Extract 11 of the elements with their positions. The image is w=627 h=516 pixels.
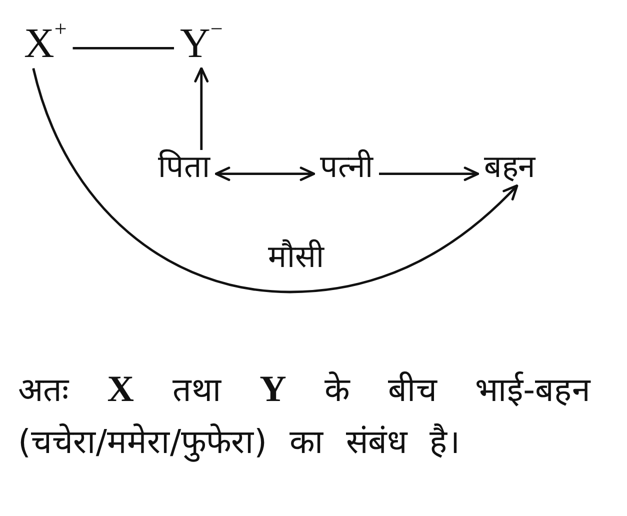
arrow: [379, 166, 480, 182]
relation-label: बहन: [478, 150, 541, 186]
relation-label: पिता: [152, 150, 216, 186]
variable-label: Y$^{−}$: [174, 20, 229, 68]
arrow: [194, 67, 209, 150]
curved-arrow: [32, 68, 518, 294]
relation-label: पत्नी: [314, 150, 379, 186]
variable-label: X$^{+}$: [18, 20, 73, 68]
connector-line: [72, 46, 174, 50]
double-arrow: [214, 166, 316, 182]
caption-text: अतः X तथा Y के बीच भाई-बहन (चचेरा/ममेरा/फुफेरा) का संबंध है।: [18, 368, 590, 464]
